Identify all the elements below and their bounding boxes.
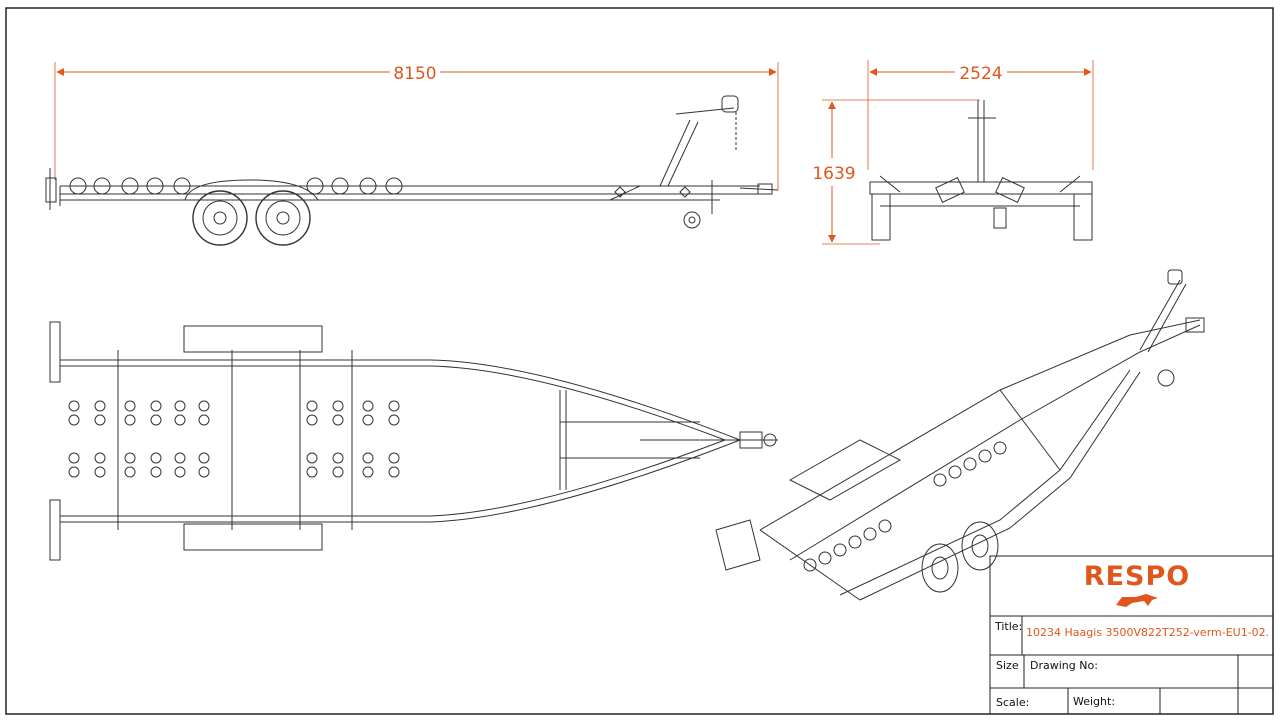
side-view: 8150 <box>45 62 779 246</box>
dimension-length-label: 8150 <box>393 64 436 84</box>
weight-label: Weight: <box>1073 695 1115 708</box>
title-value: 10234 Haagis 3500V822T252-verm-EU1-02. <box>1026 626 1269 639</box>
respo-logo: RESPO <box>1084 561 1190 607</box>
title-label: Title: <box>994 620 1022 633</box>
logo-text: RESPO <box>1084 561 1190 592</box>
dimension-width-label: 2524 <box>959 64 1002 84</box>
side-wheels <box>192 190 311 246</box>
dimension-height-label: 1639 <box>812 164 855 184</box>
dimension-length: 8150 <box>54 62 779 190</box>
top-rollers <box>68 400 400 478</box>
scale-label: Scale: <box>996 696 1029 709</box>
end-view: 2524 1639 <box>812 60 1094 245</box>
logo-animal-icon <box>1116 594 1158 607</box>
iso-rollers <box>803 441 1007 572</box>
top-view <box>49 321 778 561</box>
size-label: Size <box>996 659 1019 672</box>
sheet-border <box>5 7 1274 715</box>
iso-wheels <box>921 521 999 593</box>
isometric-view <box>715 269 1205 601</box>
title-block: RESPO Title: 10234 Haagis 3500V822T252-v… <box>989 555 1274 715</box>
side-rollers <box>69 177 403 195</box>
drawing-no-label: Drawing No: <box>1030 659 1098 672</box>
dimension-width: 2524 <box>867 60 1094 170</box>
dimension-height: 1639 <box>812 99 980 245</box>
